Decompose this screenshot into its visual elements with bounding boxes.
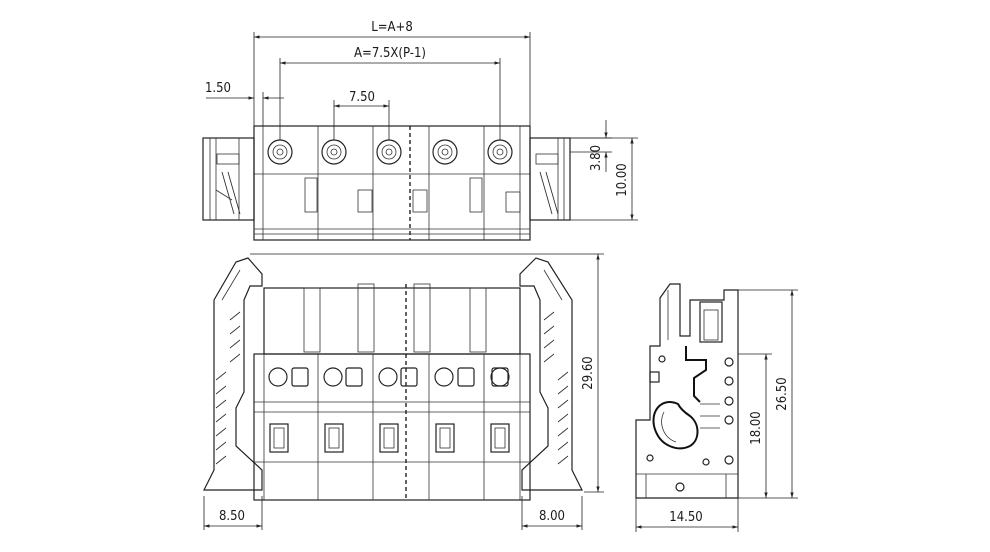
dim-top-height: 10.00 bbox=[615, 163, 630, 196]
dim-side-inner-height: 18.00 bbox=[749, 411, 764, 444]
dim-hole-offset: 3.80 bbox=[589, 145, 604, 171]
dim-total-length: L=A+8 bbox=[371, 20, 413, 35]
wire-entries bbox=[269, 423, 510, 453]
screw-4 bbox=[432, 139, 458, 165]
side-dimensions: 26.50 18.00 14.50 bbox=[635, 289, 798, 532]
screw-3 bbox=[376, 139, 402, 165]
screw-2 bbox=[321, 139, 347, 165]
top-view bbox=[202, 125, 571, 241]
screw-1 bbox=[267, 139, 293, 165]
screw-5 bbox=[487, 139, 513, 165]
dim-pitch-span: A=7.5X(P-1) bbox=[354, 46, 426, 61]
dim-pitch: 7.50 bbox=[349, 90, 375, 105]
top-dimensions: L=A+8 A=7.5X(P-1) 1.50 7.50 3.80 10.00 bbox=[205, 20, 638, 221]
dim-front-height: 29.60 bbox=[581, 356, 596, 389]
terminal-openings bbox=[268, 367, 510, 387]
dim-side-height: 26.50 bbox=[775, 377, 790, 410]
dim-left-flange: 8.50 bbox=[219, 509, 245, 524]
dim-side-width: 14.50 bbox=[669, 510, 702, 525]
front-view bbox=[203, 257, 583, 501]
dim-right-flange: 8.00 bbox=[539, 509, 565, 524]
side-view bbox=[635, 283, 739, 499]
dim-edge-offset: 1.50 bbox=[205, 81, 231, 96]
front-dimensions: 29.60 8.50 8.00 bbox=[203, 253, 604, 530]
